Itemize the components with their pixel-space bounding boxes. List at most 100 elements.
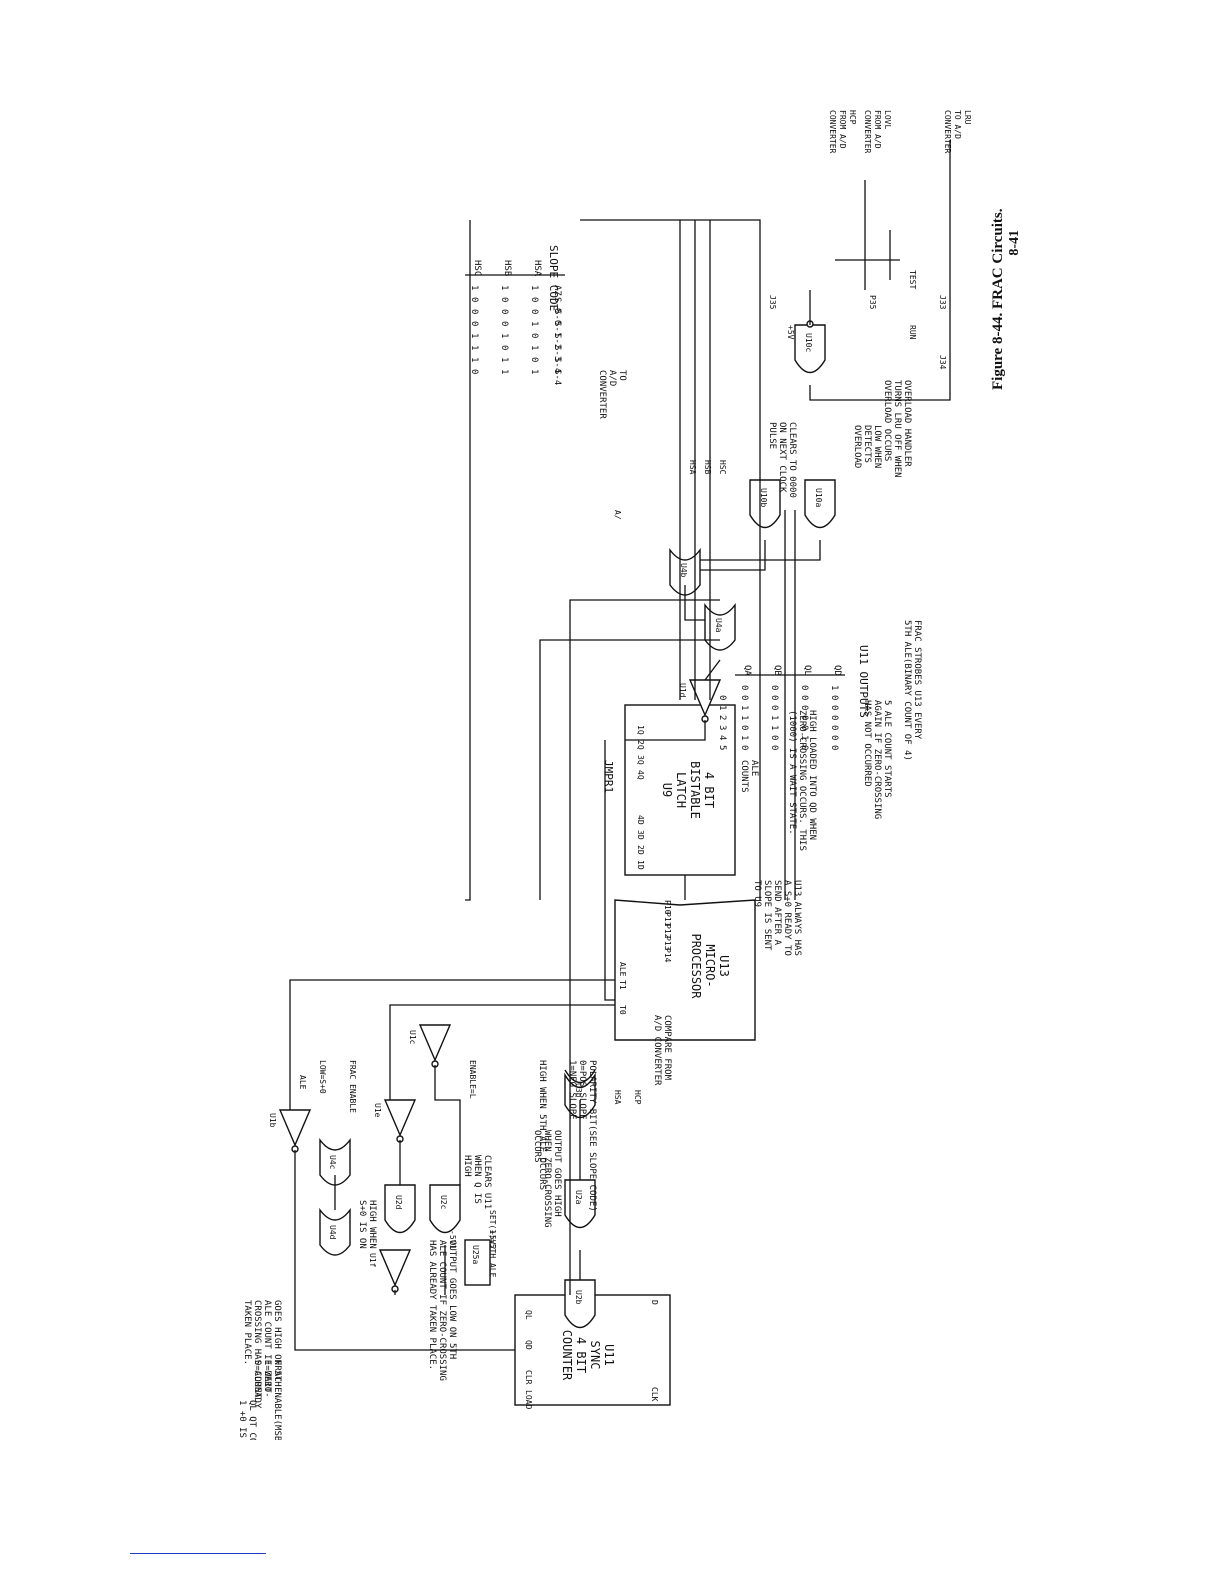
slope-row-value: 0 bbox=[469, 321, 479, 326]
slope-row-value: 0 bbox=[499, 297, 509, 302]
note-out-low-2: ALE COUNT IF ZERO-CROSSING bbox=[437, 1240, 447, 1381]
u11-output-value: 0 bbox=[769, 735, 779, 740]
ale-count-number: 0 bbox=[717, 695, 727, 700]
note-goes-high-4: TAKEN PLACE. bbox=[242, 1300, 252, 1365]
u11-output-value: 1 bbox=[739, 705, 749, 710]
ale-count-number: 4 bbox=[717, 735, 727, 740]
slope-row-label: S-2 bbox=[552, 333, 562, 349]
gate-u10b-label: U10b bbox=[759, 488, 768, 507]
signal-lovl-conv: CONVERTER bbox=[863, 110, 872, 154]
signal-low-s0: LOW=S+0 bbox=[318, 1060, 327, 1094]
u11-output-value: 1 bbox=[739, 735, 749, 740]
note-high-5th: HIGH WHEN 5TH ALE OCCURS bbox=[537, 1060, 547, 1190]
note-clears-u11-1: CLEARS U11 bbox=[482, 1155, 492, 1209]
gate-u2c: U2c bbox=[429, 1184, 461, 1234]
slope-row-value: 1 bbox=[469, 285, 479, 290]
gate-u2d-label: U2d bbox=[394, 1195, 403, 1210]
u9-out-4q: 4Q bbox=[636, 770, 645, 780]
u11-output-value: 1 bbox=[739, 715, 749, 720]
note-low-1: LOW WHEN bbox=[872, 425, 882, 468]
slope-row-value: 1 bbox=[529, 285, 539, 290]
signal-hsa: HSA bbox=[613, 1090, 622, 1105]
u9-in-3d: 3D bbox=[636, 830, 645, 840]
note-out-low-3: HAS ALREADY TAKEN PLACE. bbox=[427, 1240, 437, 1370]
note-u13-ready-1: U13 ALWAYS HAS bbox=[792, 880, 802, 956]
note-low-3: OVERLOAD bbox=[852, 425, 862, 468]
gate-u2a-label: U2a bbox=[574, 1190, 583, 1205]
gate-u1c: U1c bbox=[408, 1024, 452, 1068]
u13-pin-p12: P12 bbox=[663, 924, 672, 939]
u11-output-value: 0 bbox=[769, 695, 779, 700]
u11-output-value: 0 bbox=[799, 745, 809, 750]
note-u13-ready-3: SEND AFTER A bbox=[772, 880, 782, 946]
u11-line1: SYNC bbox=[588, 1341, 602, 1370]
gate-u2c-label: U2c bbox=[439, 1195, 448, 1210]
gate-u1f-label: U1f bbox=[368, 1253, 377, 1268]
note-high-loaded-3: (1000) IS A WAIT STATE. bbox=[787, 710, 797, 835]
slope-to-converter: CONVERTER bbox=[597, 370, 607, 419]
gate-u10c: U10c bbox=[794, 320, 826, 374]
signal-lovl-from: FROM A/D bbox=[873, 110, 882, 149]
u11-output-value: 0 bbox=[799, 695, 809, 700]
annotations: OVERLOAD HANDLER TURNS LRU OFF WHEN OVER… bbox=[237, 380, 922, 1440]
slope-row-value: 1 bbox=[529, 321, 539, 326]
note-goes-high-2: ALE COUNT IF ZERO- bbox=[262, 1300, 272, 1398]
note-compare-2: A/D CONVERTER bbox=[652, 1015, 662, 1086]
slope-row-label: S-4 bbox=[552, 369, 562, 385]
u9-latch: 4 BIT BISTABLE LATCH U9 1D 2D 3D 4D 1Q 2… bbox=[624, 704, 736, 876]
slope-row-value: 1 bbox=[529, 369, 539, 374]
page-number: 8-41 bbox=[1007, 230, 1022, 256]
slope-row-label: S-0 bbox=[552, 309, 562, 325]
slope-header-hsa: HSA bbox=[532, 260, 542, 277]
note-zero-cross-2: WHEN ZERO-CROSSING bbox=[542, 1130, 552, 1228]
gate-u3b: U3b bbox=[564, 1069, 596, 1119]
ale-count-number: 5 bbox=[717, 745, 727, 750]
slope-row-label: AZ bbox=[552, 285, 562, 296]
u11-output-value: 0 bbox=[769, 705, 779, 710]
u9-in-1d: 1D bbox=[636, 860, 645, 870]
signal-lru: LRU bbox=[963, 110, 972, 125]
u11-out-header-qd: QD bbox=[832, 665, 842, 676]
connector-j34: J34 bbox=[938, 355, 947, 370]
note-ale-restart-3: HAS NOT OCCURRED bbox=[862, 700, 872, 787]
figure-title: Figure 8-44. FRAC Circuits. bbox=[990, 208, 1006, 390]
ale-counts-2: COUNTS bbox=[739, 760, 749, 793]
slope-row-value: 0 bbox=[499, 321, 509, 326]
u9-out-2q: 2Q bbox=[636, 740, 645, 750]
u11-outputs-table: U11 OUTPUTS QD QL QB QA 1000000000010011… bbox=[717, 645, 870, 793]
signal-ale: ALE bbox=[298, 1075, 307, 1090]
gate-u4b: U4b bbox=[669, 547, 701, 596]
slope-row-value: 1 bbox=[469, 357, 479, 362]
u11-out-header-ql: QL bbox=[802, 665, 812, 676]
note-zero-cross-1: OUTPUT GOES HIGH bbox=[552, 1130, 562, 1217]
signal-lru-to: TO A/D bbox=[953, 110, 962, 139]
u11-output-value: 0 bbox=[769, 685, 779, 690]
connector-j33: J33 bbox=[938, 295, 947, 310]
label-run: RUN bbox=[908, 325, 917, 340]
u13-pin-ale: ALE bbox=[618, 962, 627, 977]
signal-hsc: HSC bbox=[718, 460, 727, 475]
u9-line2: BISTABLE bbox=[688, 761, 702, 819]
ale-count-number: 1 bbox=[717, 705, 727, 710]
u11-pin-d: D bbox=[650, 1300, 659, 1305]
note-u13-ready-5: TO U9 bbox=[752, 880, 762, 907]
note-frac-strobes-2: 5TH ALE(BINARY COUNT OF 4) bbox=[902, 620, 912, 761]
u11-out-header-qa: QA bbox=[742, 665, 752, 676]
gate-u4a-label: U4a bbox=[714, 618, 723, 633]
note-overload-1: OVERLOAD HANDLER bbox=[902, 380, 912, 467]
gate-u1c-label: U1c bbox=[408, 1030, 417, 1045]
gate-u10c-label: U10c bbox=[804, 333, 813, 352]
signal-hcp-from-ad: FROM A/D bbox=[838, 110, 847, 149]
gate-u1e-label: U1e bbox=[373, 1103, 382, 1118]
signal-a-slash: A/ bbox=[613, 510, 622, 520]
label-plus5v: +5V bbox=[786, 325, 795, 340]
slope-row-value: 1 bbox=[499, 285, 509, 290]
note-high-loaded-1: HIGH LOADED INTO QD WHEN bbox=[807, 710, 817, 840]
note-frac-strobes-1: FRAC STROBES U13 EVERY bbox=[912, 620, 922, 740]
connector-p35: P35 bbox=[868, 295, 877, 310]
gate-u1b: U1b bbox=[268, 1109, 312, 1153]
note-compare-1: COMPARE FROM bbox=[662, 1015, 672, 1081]
u11-out-header-qb: QB bbox=[772, 665, 782, 676]
ale-count-number: 3 bbox=[717, 725, 727, 730]
gate-u4b-label: U4b bbox=[679, 563, 688, 578]
